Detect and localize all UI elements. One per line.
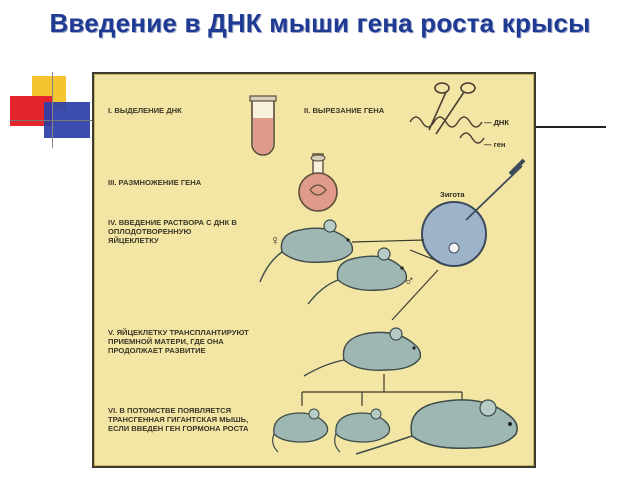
decor-vertical-line xyxy=(52,72,53,148)
step-2-label: II. ВЫРЕЗАНИЕ ГЕНА xyxy=(304,106,385,115)
diagram-illustration xyxy=(249,82,526,455)
gene-label: — ген xyxy=(484,140,506,149)
flask-icon xyxy=(298,153,338,212)
decor-right-line xyxy=(536,126,606,128)
test-tube-icon xyxy=(249,95,277,156)
zygote-icon xyxy=(421,158,526,267)
diagram-panel: I. ВЫДЕЛЕНИЕ ДНК II. ВЫРЕЗАНИЕ ГЕНА III.… xyxy=(92,72,536,468)
step-5-label: V. ЯЙЦЕКЛЕТКУ ТРАНСПЛАНТИРУЮТ ПРИЕМНОЙ М… xyxy=(108,328,249,355)
female-symbol: ♀ xyxy=(270,232,281,248)
step-6-label: VI. В ПОТОМСТВЕ ПОЯВЛЯЕТСЯ ТРАНСГЕННАЯ Г… xyxy=(108,406,249,433)
arrow-to-foster-mother xyxy=(391,269,439,321)
dna-strand-icon xyxy=(409,116,485,144)
offspring-branch-lines xyxy=(301,374,463,406)
zygote-label: Зигота xyxy=(440,190,465,199)
offspring-mouse-2-icon xyxy=(334,408,391,453)
step-3-label: III. РАЗМНОЖЕНИЕ ГЕНА xyxy=(108,178,202,187)
female-mouse-icon xyxy=(259,219,354,283)
decor-horizontal-line xyxy=(10,120,92,121)
arrow-to-zygote xyxy=(351,239,425,243)
offspring-mouse-1-icon xyxy=(272,408,329,453)
foster-mother-mouse-icon xyxy=(303,327,422,377)
step-1-label: I. ВЫДЕЛЕНИЕ ДНК xyxy=(108,106,182,115)
male-mouse-icon xyxy=(307,247,408,305)
giant-mouse-icon xyxy=(355,399,518,455)
male-symbol: ♂ xyxy=(404,272,415,288)
dna-label: — ДНК xyxy=(484,118,509,127)
step-4-label: IV. ВВЕДЕНИЕ РАСТВОРА С ДНК В ОПЛОДОТВОР… xyxy=(108,218,237,245)
scissors-icon xyxy=(428,82,476,135)
slide-title: Введение в ДНК мыши гена роста крысы xyxy=(49,8,591,38)
